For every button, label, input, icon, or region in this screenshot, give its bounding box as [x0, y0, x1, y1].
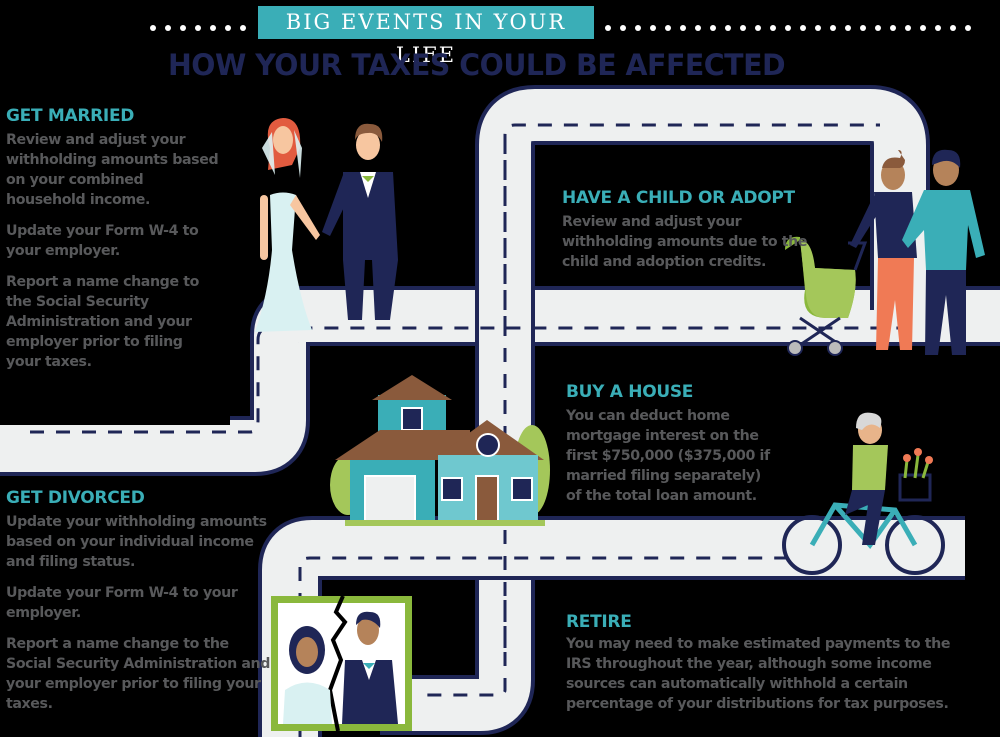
section-title-house: BUY A HOUSE	[566, 382, 694, 402]
section-body-retire: You may need to make estimated payments …	[566, 634, 966, 725]
married-paragraph-2: Update your Form W-4 to your employer.	[6, 223, 199, 259]
wedding-couple-icon	[255, 118, 398, 332]
section-title-divorced: GET DIVORCED	[6, 488, 145, 508]
page-title: HOW YOUR TAXES COULD BE AFFECTED	[168, 48, 786, 82]
banner-dots-left	[150, 18, 255, 31]
section-title-retire: RETIRE	[566, 612, 632, 632]
section-body-divorced: Update your withholding amounts based on…	[6, 512, 271, 725]
banner-dots-right	[605, 18, 980, 31]
house-icon	[330, 375, 550, 526]
torn-wedding-photo-icon	[271, 595, 412, 732]
retire-paragraph-1: You may need to make estimated payments …	[566, 636, 951, 712]
section-title-child: HAVE A CHILD OR ADOPT	[562, 188, 795, 208]
section-body-house: You can deduct home mortgage interest on…	[566, 406, 776, 517]
child-paragraph-1: Review and adjust your withholding amoun…	[562, 214, 808, 270]
section-body-married: Review and adjust your withholding amoun…	[6, 130, 221, 383]
retiree-bicycle-icon	[782, 412, 945, 575]
divorced-paragraph-3: Report a name change to the Social Secur…	[6, 636, 270, 712]
header-banner: BIG EVENTS IN YOUR LIFE	[258, 6, 594, 67]
house-paragraph-1: You can deduct home mortgage interest on…	[566, 408, 770, 504]
divorced-paragraph-1: Update your withholding amounts based on…	[6, 514, 267, 570]
divorced-paragraph-2: Update your Form W-4 to your employer.	[6, 585, 238, 621]
section-body-child: Review and adjust your withholding amoun…	[562, 212, 812, 283]
married-paragraph-1: Review and adjust your withholding amoun…	[6, 132, 219, 208]
section-title-married: GET MARRIED	[6, 106, 135, 126]
married-paragraph-3: Report a name change to the Social Secur…	[6, 274, 199, 370]
family-stroller-icon	[785, 149, 985, 356]
